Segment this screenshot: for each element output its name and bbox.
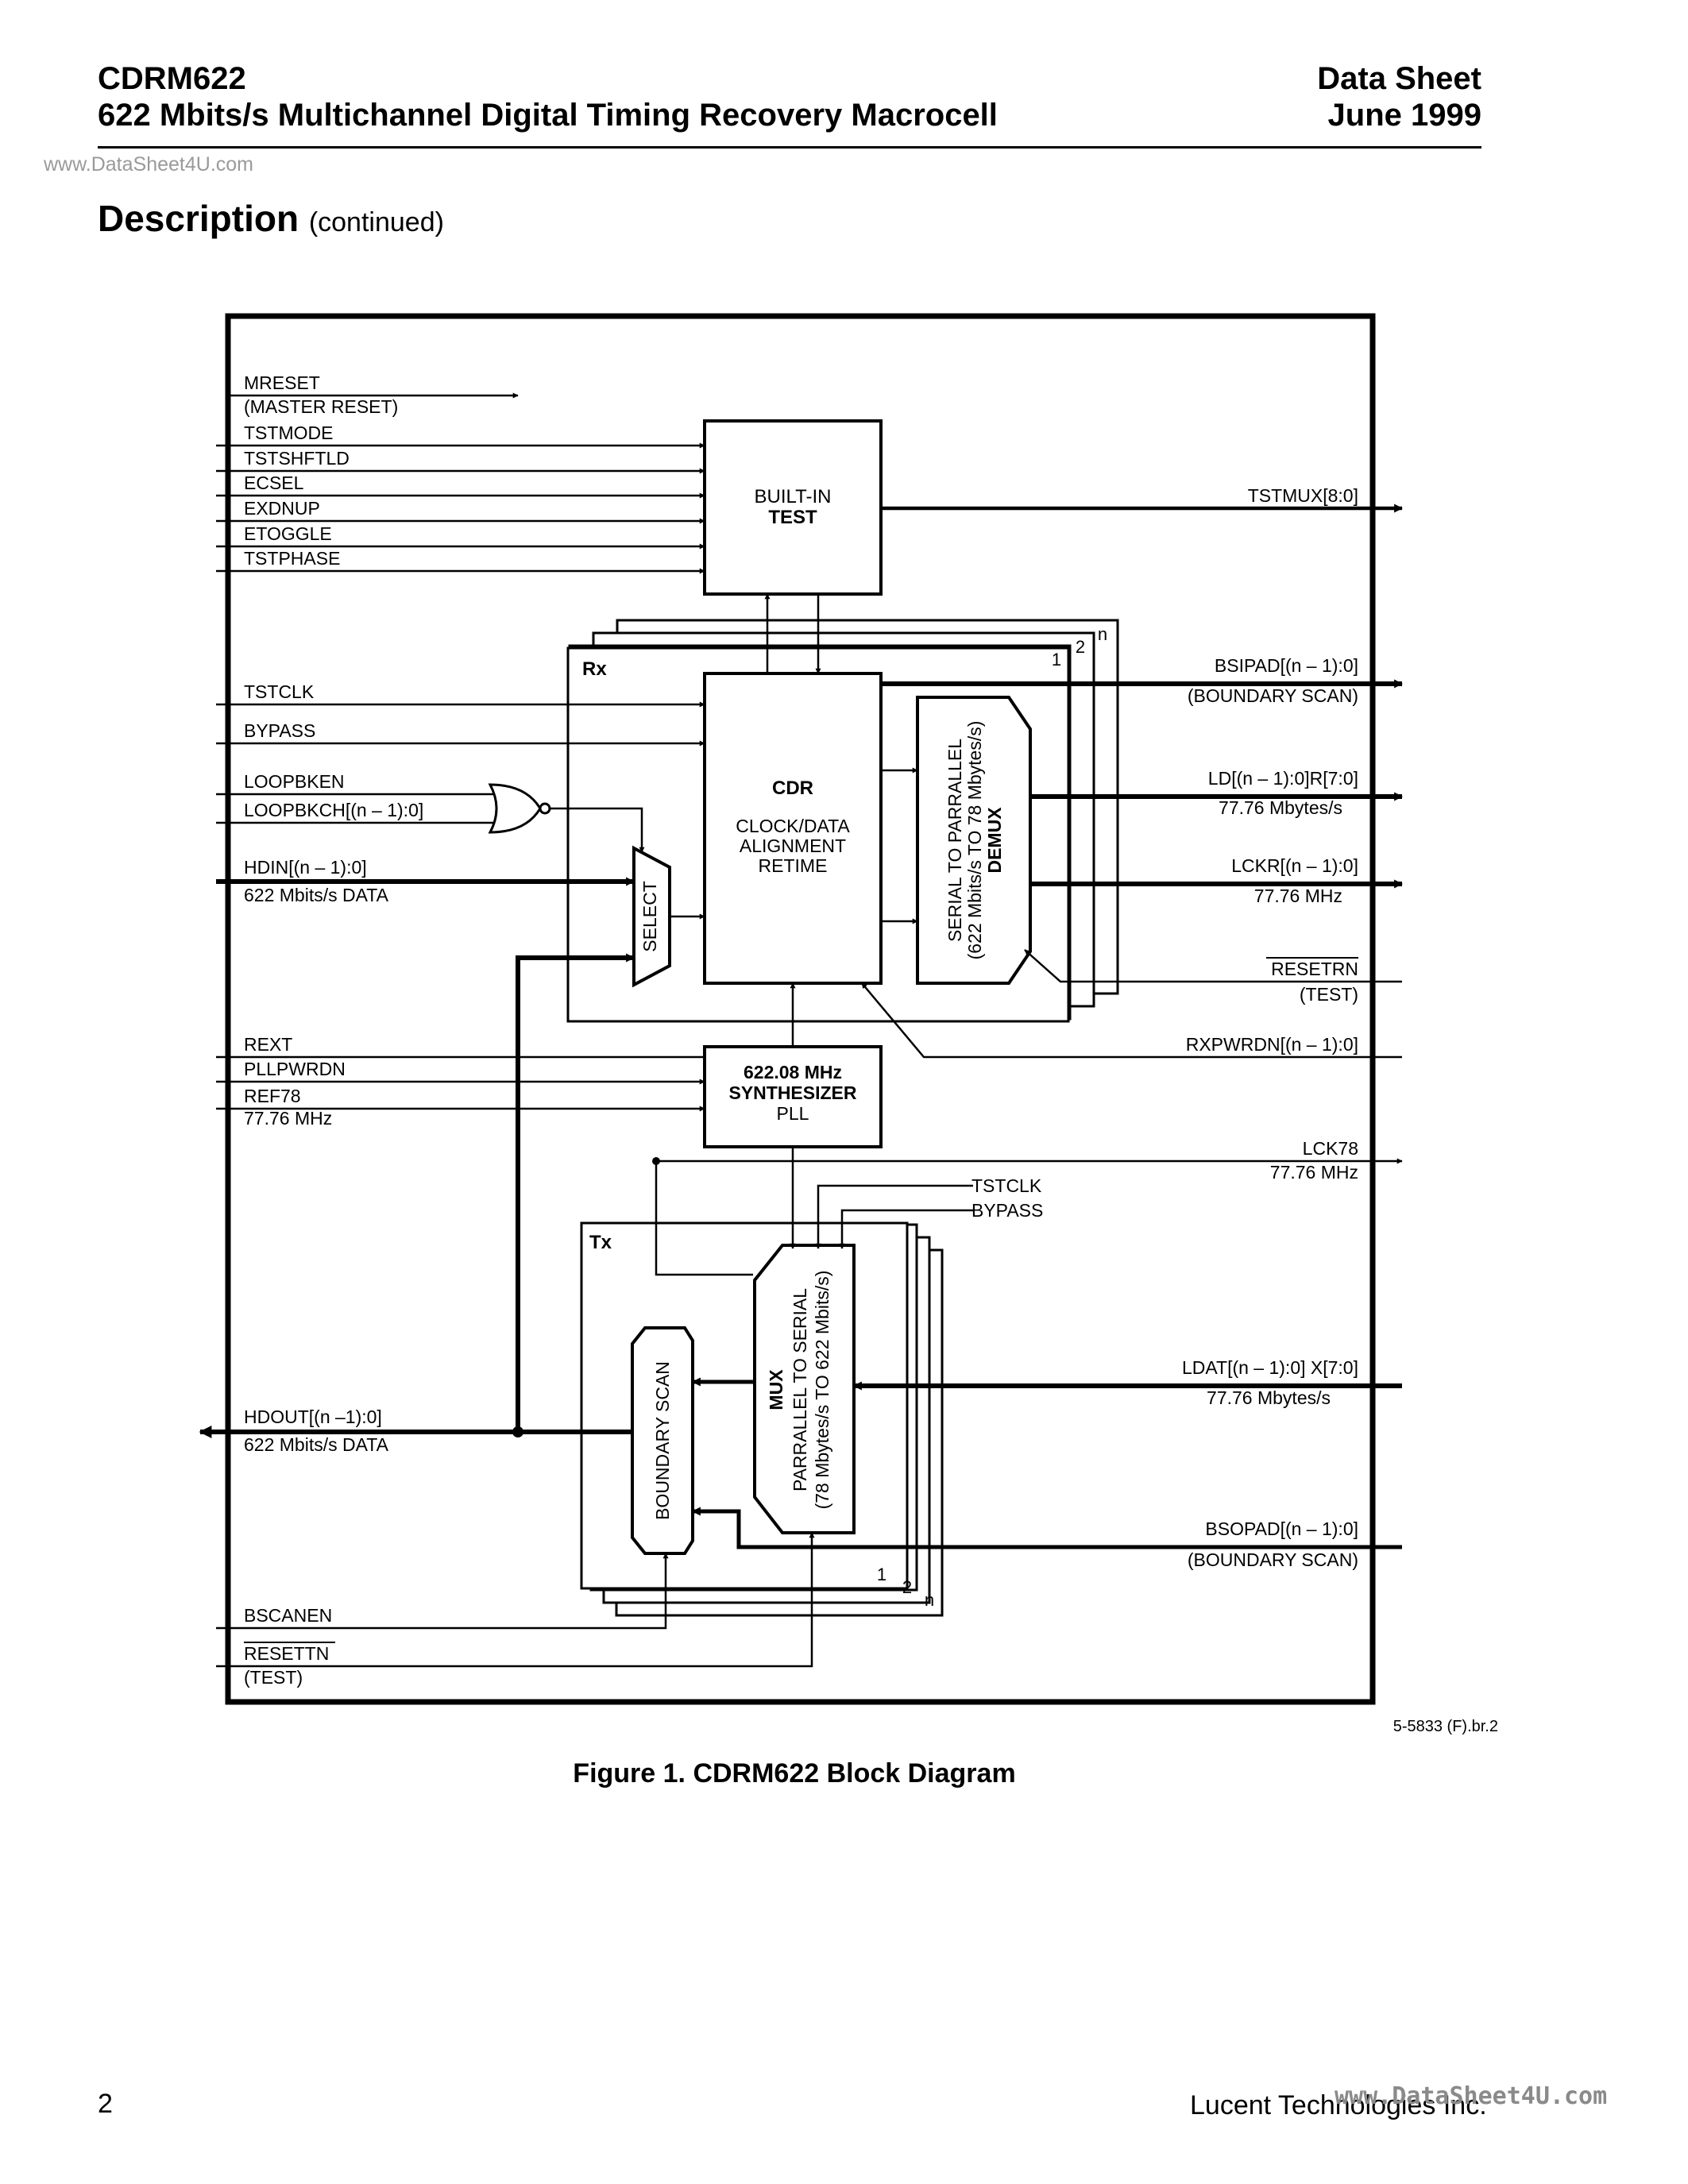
label-ldat: LDAT[(n – 1):0] X[7:0] [1182, 1357, 1358, 1378]
demux-line-1: SERIAL TO PARRALLEL [944, 739, 965, 942]
rx-channel-n-label: n [1098, 624, 1107, 644]
rx-label: Rx [582, 658, 607, 680]
label-hdin-sub: 622 Mbits/s DATA [244, 885, 389, 905]
bist-block [703, 419, 883, 596]
select-label: SELECT [639, 881, 660, 951]
pll-block [703, 1045, 883, 1148]
header-rule [98, 146, 1481, 149]
bist-label-1: BUILT-IN [755, 486, 832, 507]
product-subtitle: 622 Mbits/s Multichannel Digital Timing … [98, 98, 998, 133]
tx-label: Tx [589, 1232, 612, 1253]
label-lck78-sub: 77.76 MHz [1270, 1162, 1358, 1183]
label-tstmode: TSTMODE [244, 423, 333, 443]
label-tstclk: TSTCLK [244, 681, 315, 702]
label-bscanen: BSCANEN [244, 1605, 332, 1626]
pll-line-1: 622.08 MHz [744, 1062, 842, 1082]
cdr-block [703, 672, 883, 985]
label-lckr-sub: 77.76 MHz [1254, 886, 1342, 906]
block-diagram: BUILT-IN TEST n 2 1 Rx CDR CLOCK/DATA AL… [199, 313, 1498, 1735]
label-rxpwrdn: RXPWRDN[(n – 1):0] [1186, 1034, 1358, 1055]
label-bsopad: BSOPAD[(n – 1):0] [1205, 1518, 1358, 1539]
label-ld-sub: 77.76 Mbytes/s [1219, 797, 1342, 818]
label-bsipad-sub: (BOUNDARY SCAN) [1188, 685, 1358, 706]
label-pllpwrdn: PLLPWRDN [244, 1059, 346, 1079]
label-bypass: BYPASS [244, 720, 315, 741]
cdr-line-3: RETIME [759, 855, 828, 876]
label-rext: REXT [244, 1034, 292, 1055]
boundary-scan-block [631, 1326, 694, 1555]
outer-frame [225, 313, 1376, 1705]
pll-line-2: SYNTHESIZER [728, 1082, 856, 1103]
mux-line-1: MUX [766, 1369, 786, 1410]
label-hdin: HDIN[(n – 1):0] [244, 857, 367, 878]
label-resettn-sub: (TEST) [244, 1667, 303, 1688]
product-name: CDRM622 [98, 61, 246, 96]
bist-label-2: TEST [768, 507, 817, 528]
or-gate [488, 783, 542, 834]
header-right: Data Sheet June 1999 [1317, 60, 1481, 133]
label-bsopad-sub: (BOUNDARY SCAN) [1188, 1549, 1358, 1570]
footer-company: Lucent Technologies Inc. [1190, 2090, 1487, 2120]
label-ld: LD[(n – 1):0]R[7:0] [1208, 768, 1358, 789]
bscan-label: BOUNDARY SCAN [652, 1361, 673, 1520]
rx-channel-1-label: 1 [1052, 650, 1061, 669]
label-lckr: LCKR[(n – 1):0] [1231, 855, 1358, 876]
label-ecsel: ECSEL [244, 473, 304, 493]
select-mux [632, 845, 671, 988]
cdr-line-1: CLOCK/DATA [736, 816, 850, 836]
label-hdout-sub: 622 Mbits/s DATA [244, 1434, 389, 1455]
tx-channel-2-label: 2 [902, 1577, 912, 1597]
figure-caption: Figure 1. CDRM622 Block Diagram [573, 1758, 1016, 1788]
label-ldat-sub: 77.76 Mbytes/s [1207, 1387, 1331, 1408]
doc-type: Data Sheet [1317, 61, 1481, 96]
footer-watermark[interactable]: www.DataSheet4U.com [1335, 2082, 1608, 2110]
demux-line-3: DEMUX [984, 807, 1005, 874]
section-title: Description [98, 198, 299, 239]
label-hdout: HDOUT[(n –1):0] [244, 1406, 382, 1427]
page-number: 2 [98, 2089, 113, 2119]
cdr-line-2: ALIGNMENT [740, 835, 846, 856]
label-tstclk-tx: TSTCLK [971, 1175, 1042, 1196]
label-ref78-sub: 77.76 MHz [244, 1108, 332, 1129]
or-gate-bubble [539, 802, 551, 815]
label-bypass-tx: BYPASS [971, 1200, 1043, 1221]
label-ref78: REF78 [244, 1086, 301, 1106]
label-mreset-sub: (MASTER RESET) [244, 396, 398, 417]
label-etoggle: ETOGGLE [244, 523, 332, 544]
label-tstphase: TSTPHASE [244, 548, 340, 569]
label-bsipad: BSIPAD[(n – 1):0] [1215, 655, 1358, 676]
cdr-title: CDR [772, 778, 813, 799]
drawing-id: 5-5833 (F).br.2 [1393, 1718, 1498, 1735]
tx-channel-n-label: n [925, 1590, 934, 1610]
label-tstmux: TSTMUX[8:0] [1248, 485, 1358, 506]
label-lck78: LCK78 [1303, 1138, 1358, 1159]
label-resetrn-sub: (TEST) [1300, 984, 1358, 1005]
label-loopbkch: LOOPBKCH[(n – 1):0] [244, 800, 423, 820]
mux-line-3: (78 Mbytes/s TO 622 Mbits/s) [812, 1271, 832, 1510]
mux-line-2: PARRALLEL TO SERIAL [790, 1288, 810, 1491]
section-note: (continued) [308, 207, 444, 237]
demux-line-2: (622 Mbits/s TO 78 Mbytes/s) [964, 721, 985, 960]
rx-channel-2-label: 2 [1076, 637, 1085, 657]
header-left: CDRM622 622 Mbits/s Multichannel Digital… [98, 60, 998, 133]
label-tstshftld: TSTSHFTLD [244, 448, 350, 469]
label-mreset: MRESET [244, 372, 320, 393]
label-resetrn: RESETRN [1271, 959, 1358, 979]
mux-block [753, 1244, 856, 1534]
tx-channel-0 [580, 1221, 909, 1590]
tx-channel-1-label: 1 [877, 1565, 886, 1584]
pll-line-3: PLL [777, 1103, 809, 1124]
label-loopbken: LOOPBKEN [244, 771, 345, 792]
section-heading: Description (continued) [98, 197, 444, 240]
label-exdnup: EXDNUP [244, 498, 320, 519]
doc-date: June 1999 [1327, 98, 1481, 133]
watermark-link[interactable]: www.DataSheet4U.com [44, 153, 254, 176]
label-resettn: RESETTN [244, 1643, 329, 1664]
